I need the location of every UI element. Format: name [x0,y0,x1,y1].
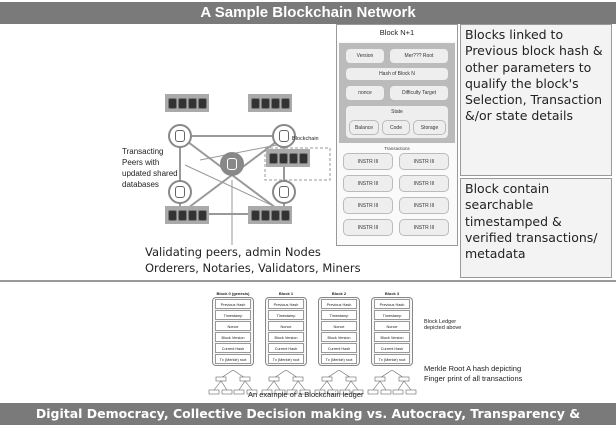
ledger-block-title: Block 2 [331,291,347,296]
ledger-field: Previous Hash [268,299,304,309]
ledger-field: Current Hash [215,343,251,353]
ledger-field: Current Hash [321,343,357,353]
ledger-field: Timestamp [321,310,357,320]
ledger-field: Block Version [268,332,304,342]
merkle-root-field: Mer??? Root [389,48,449,64]
users-icon [220,152,244,176]
database-icon [272,124,296,148]
block-ledger-label: Block Ledger depicted above [424,319,462,331]
ledger-block-title: Block 0 (genesis) [216,291,250,296]
chain-icon [165,94,209,112]
code-field: Code [382,120,410,135]
ledger-field: Block Version [321,332,357,342]
ledger-field: Tx (Merkle) root [374,354,410,364]
ledger-field: Timestamp [374,310,410,320]
balance-field: Balance [349,120,379,135]
merkle-label: Merkle Root A hash depicting Finger prin… [424,364,523,383]
chain-icon [248,206,292,224]
transactions-label: Transactions [384,146,410,151]
chain-icon [248,94,292,112]
transaction-item: INSTR III [399,219,449,236]
transaction-item: INSTR III [343,175,393,192]
ledger-field: Nonce [268,321,304,331]
note-linked: Blocks linked to Previous block hash & o… [460,24,612,176]
ledger-field: Block Version [374,332,410,342]
ledger-field: Block Version [215,332,251,342]
divider [0,280,616,282]
ledger-caption: An example of a Blockchain ledger [248,390,364,399]
transaction-item: INSTR III [399,175,449,192]
validating-label-1: Validating peers, admin Nodes [145,245,321,259]
blockchain-label: Blockchain [292,136,319,142]
ledger-field: Current Hash [374,343,410,353]
difficulty-field: Difficulty Target [389,85,449,101]
transaction-item: INSTR III [399,197,449,214]
hash-field: Hash of Block N [345,67,449,81]
ledger-field: Nonce [374,321,410,331]
ledger-field: Previous Hash [321,299,357,309]
ledger-field: Previous Hash [215,299,251,309]
ledger-field: Nonce [321,321,357,331]
ledger-field: Previous Hash [374,299,410,309]
validating-label-2: Orderers, Notaries, Validators, Miners [145,261,361,275]
transaction-item: INSTR III [343,197,393,214]
merkle-tree [208,370,258,395]
transaction-item: INSTR III [343,219,393,236]
nonce-field: nonce [345,85,385,101]
ledger-field: Timestamp [215,310,251,320]
ledger-field: Nonce [215,321,251,331]
slide-title: A Sample Blockchain Network [0,2,616,24]
merkle-tree [261,370,311,395]
chain-icon [165,206,209,224]
ledger-field: Tx (Merkle) root [321,354,357,364]
ledger-field: Timestamp [268,310,304,320]
merkle-tree [367,370,417,395]
transaction-item: INSTR III [343,153,393,170]
state-label: State [391,109,403,115]
ledger-block-title: Block 1 [278,291,294,296]
note-contain: Block contain searchable timestamped & v… [460,178,612,278]
storage-field: Storage [413,120,446,135]
version-field: Version [345,48,385,64]
chain-icon [266,149,310,167]
slide-footer: Digital Democracy, Collective Decision m… [0,403,616,443]
ledger-field: Current Hash [268,343,304,353]
database-icon [272,180,296,204]
ledger-field: Tx (Merkle) root [215,354,251,364]
peers-label: Transacting Peers with updated shared da… [122,147,178,189]
database-icon [168,124,192,148]
ledger-field: Tx (Merkle) root [268,354,304,364]
block-detail: Block N+1 Version Mer??? Root Hash of Bl… [336,24,458,246]
block-header: Block N+1 [337,25,457,41]
ledger-block-title: Block 3 [384,291,400,296]
transaction-item: INSTR III [399,153,449,170]
merkle-tree [314,370,364,395]
database-icon [168,180,192,204]
